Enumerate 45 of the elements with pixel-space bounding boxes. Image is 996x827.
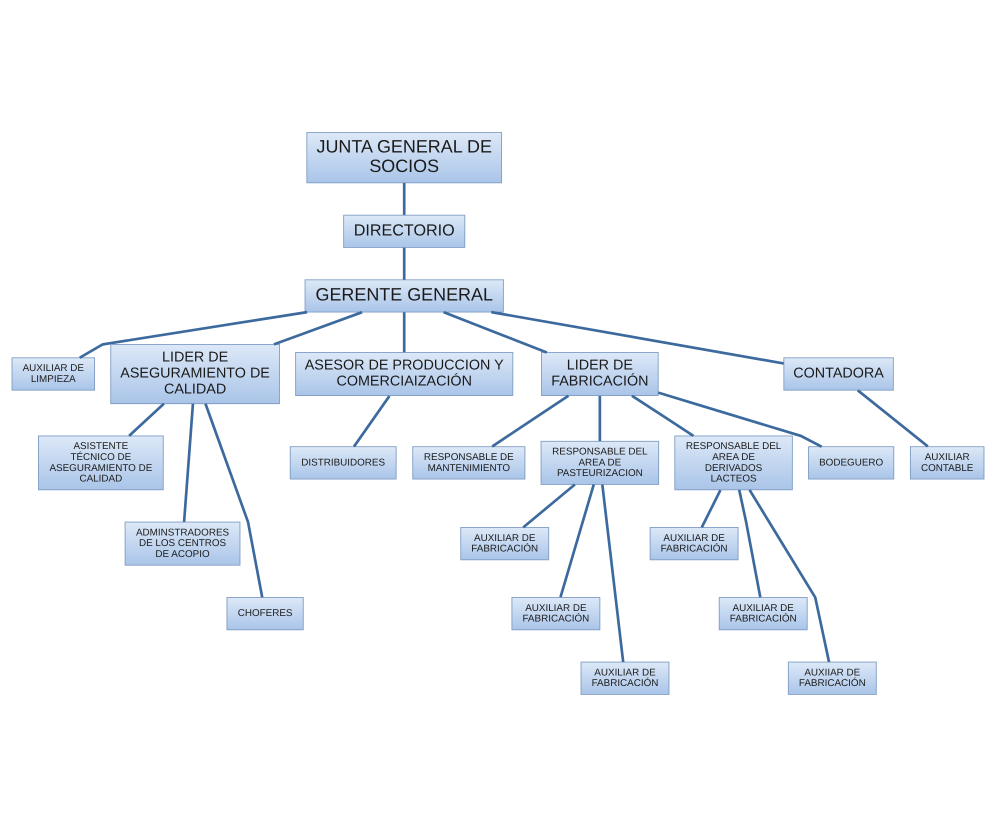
node-box: ADMINSTRADORES DE LOS CENTROS DE ACOPIO <box>124 522 240 566</box>
connector <box>522 483 576 528</box>
node-box: ASESOR DE PRODUCCION Y COMERCIAIZACIÓN <box>295 352 514 396</box>
node-box: AUXILIAR DE FABRICACIÓN <box>460 527 550 560</box>
connector <box>402 312 406 352</box>
node-box: CHOFERES <box>226 597 304 630</box>
node-box: AUXILIAR DE FABRICACIÓN <box>718 597 808 630</box>
node-box: JUNTA GENERAL DE SOCIOS <box>306 132 502 184</box>
connector <box>600 484 625 662</box>
connector <box>402 248 406 280</box>
connector <box>128 402 165 437</box>
node-box: BODEGUERO <box>808 446 894 480</box>
node-box: AUXIIAR DE FABRICACIÓN <box>788 662 877 695</box>
node-box: LIDER DE ASEGURAMIENTO DE CALIDAD <box>110 344 280 404</box>
node-box: GERENTE GENERAL <box>304 279 504 313</box>
connector <box>352 395 391 448</box>
connector <box>204 403 264 598</box>
connector <box>856 389 929 448</box>
connector <box>491 394 570 448</box>
node-box: CONTADORA <box>783 357 894 391</box>
node-box: DIRECTORIO <box>343 214 466 248</box>
node-box: RESPONSABLE DE MANTENIMIENTO <box>412 446 526 480</box>
connector <box>273 310 363 346</box>
node-box: AUXILIAR CONTABLE <box>910 446 984 480</box>
connector <box>491 310 784 365</box>
node-box: AUXILIAR DE LIMPIEZA <box>12 357 96 391</box>
connector <box>182 404 194 522</box>
node-box: AUXILIAR DE FABRICACIÓN <box>650 527 739 560</box>
node-box: DISTRIBUIDORES <box>290 446 397 480</box>
node-box: LIDER DE FABRICACIÓN <box>541 352 659 396</box>
node-box: RESPONSABLE DEL AREA DE PASTEURIZACION <box>540 440 660 485</box>
connector <box>658 391 822 448</box>
connector <box>79 310 308 359</box>
connector <box>631 394 694 437</box>
connector <box>559 484 596 598</box>
connector <box>700 489 722 528</box>
connector <box>598 396 602 442</box>
connector <box>738 490 762 598</box>
node-box: AUXILIAR DE FABRICACIÓN <box>511 597 600 630</box>
connector <box>402 182 406 215</box>
node-box: ASISTENTE TÉCNICO DE ASEGURAMIENTO DE CALIDAD <box>38 435 164 490</box>
node-box: AUXILIAR DE FABRICACIÓN <box>580 662 670 695</box>
node-box: RESPONSABLE DEL AREA DE DERIVADOS LACTEOS <box>674 435 793 490</box>
connector <box>443 310 548 354</box>
connector <box>748 489 830 662</box>
